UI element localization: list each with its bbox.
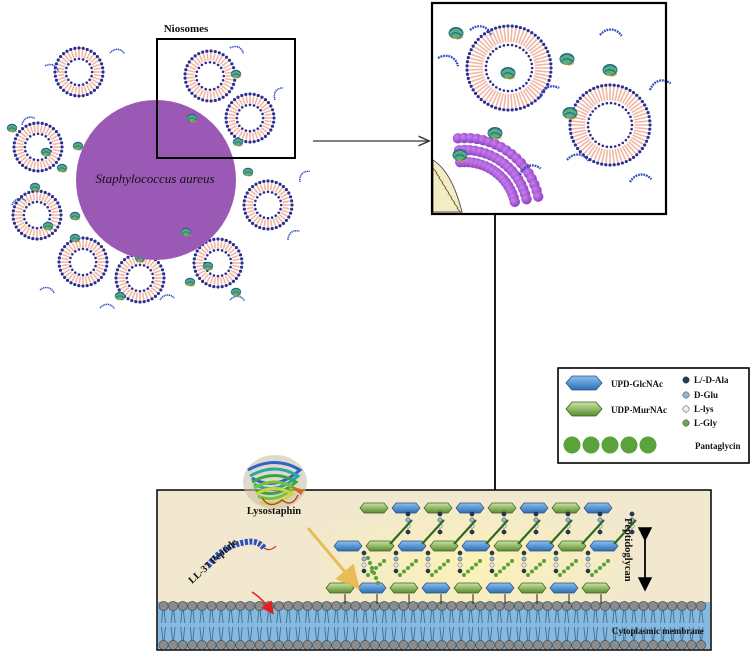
lys-legend-dot <box>682 405 690 413</box>
niosome-vesicle <box>242 179 294 231</box>
lysostaphin-action-arrow <box>306 527 360 590</box>
peptidoglycan-label: Peptidoglycan <box>622 518 633 582</box>
peptide-strand <box>628 173 653 183</box>
niosome-vesicle <box>12 121 64 173</box>
ala-legend-dot <box>682 376 690 384</box>
lysostaphin-molecule <box>602 64 618 77</box>
lysostaphin-molecule <box>242 167 254 177</box>
niosomes-over-cell <box>72 69 254 237</box>
glu-legend-dot <box>682 391 690 399</box>
peptide-strand <box>273 87 283 101</box>
niosome-vesicle <box>568 83 652 167</box>
niosomes-label: Niosomes <box>164 23 209 35</box>
peptide-strand <box>39 286 55 294</box>
peptidoglycan-layer <box>325 502 637 604</box>
legend-gly-label: L-Gly <box>694 418 718 428</box>
lysostaphin-molecule <box>42 221 54 231</box>
lysostaphin-molecule <box>452 149 468 162</box>
lysostaphin-molecule <box>56 163 68 173</box>
legend-lys-label: L-lys <box>694 404 714 414</box>
niosome-vesicle <box>465 24 553 112</box>
lysostaphin-protein <box>243 455 307 509</box>
pentaglycin-legend-icon <box>563 436 657 454</box>
murnac-legend-icon <box>565 401 603 417</box>
peptide-strand <box>599 28 623 37</box>
peptide-strand <box>538 85 560 99</box>
lysostaphin-label: Lysostaphin <box>247 506 301 517</box>
mechanism-panel: Lysostaphin LL-37 Peptide Peptidoglycan … <box>156 455 712 651</box>
lysostaphin-molecule <box>69 233 81 243</box>
peptide-strand <box>648 79 672 91</box>
legend: UPD-GlcNAc UDP-MurNAc Pantaglycin L/-D-A… <box>557 367 750 464</box>
lysostaphin-molecule <box>559 53 575 66</box>
peptide-strand <box>99 303 116 310</box>
legend-glu-label: D-Glu <box>694 390 718 400</box>
lysostaphin-molecule <box>487 127 503 140</box>
ll37-action-arrow <box>251 591 274 615</box>
lysostaphin-molecule <box>184 277 196 287</box>
peptide-strand <box>44 63 60 72</box>
peptide-strand <box>518 164 542 176</box>
zoom-panel-frame <box>431 2 667 215</box>
bacterium-with-niosomes: Staphylococcus aureus Niosomes <box>6 23 310 310</box>
lysostaphin-molecule <box>232 137 244 147</box>
lysostaphin-molecule <box>6 123 18 133</box>
niosome-vesicle <box>53 46 105 98</box>
legend-murnac-label: UDP-MurNAc <box>611 405 667 415</box>
lysostaphin-molecule <box>230 69 242 79</box>
niosome-vesicle <box>224 92 276 144</box>
lysostaphin-molecule <box>500 67 516 80</box>
peptide-strand <box>109 48 126 55</box>
lysostaphin-molecule <box>72 141 84 151</box>
lysostaphin-molecule <box>230 287 242 297</box>
lysostaphin-molecule <box>40 147 52 157</box>
ll37-peptide-helix <box>205 538 277 568</box>
staphylococcus-aureus-cell <box>76 100 236 260</box>
lysostaphin-molecule <box>29 182 41 192</box>
legend-glcnac-label: UPD-GlcNAc <box>611 379 663 389</box>
lysostaphin-molecule <box>114 291 126 301</box>
niosome-vesicle <box>183 49 237 103</box>
zoom-region-box <box>156 38 296 159</box>
peptide-strand <box>566 153 590 162</box>
peptide-strand <box>11 197 27 206</box>
glcnac-legend-icon <box>565 375 603 391</box>
lysostaphin-molecule <box>186 113 198 123</box>
legend-ala-label: L/-D-Ala <box>694 375 729 385</box>
lysostaphin-molecule <box>448 27 464 40</box>
lysostaphin-molecule <box>202 261 214 271</box>
bacterium-label: Staphylococcus aureus <box>95 171 214 186</box>
niosome-vesicle <box>57 236 109 288</box>
lysostaphin-molecule <box>562 107 578 120</box>
peptide-strand <box>437 54 460 67</box>
lysostaphin-molecule <box>69 211 81 221</box>
niosome-vesicle <box>11 189 63 241</box>
peptide-strand <box>299 170 310 183</box>
peptide-strand <box>287 229 300 241</box>
zoom-panel-content <box>432 24 672 214</box>
peptide-strand <box>469 25 493 36</box>
peptide-strand <box>229 45 245 54</box>
cytoplasmic-membrane <box>158 601 710 650</box>
peptide-strand <box>229 295 246 302</box>
zoom-panel <box>430 1 672 216</box>
gly-legend-dot <box>682 419 690 427</box>
legend-pentaglycin-label: Pantaglycin <box>695 441 741 451</box>
peptide-strand <box>21 116 36 126</box>
membrane-label: Cytoplasmic membrane <box>612 626 704 636</box>
lysostaphin-molecule <box>180 227 192 237</box>
niosome-vesicle <box>192 237 244 289</box>
peptide-strand <box>159 294 175 301</box>
